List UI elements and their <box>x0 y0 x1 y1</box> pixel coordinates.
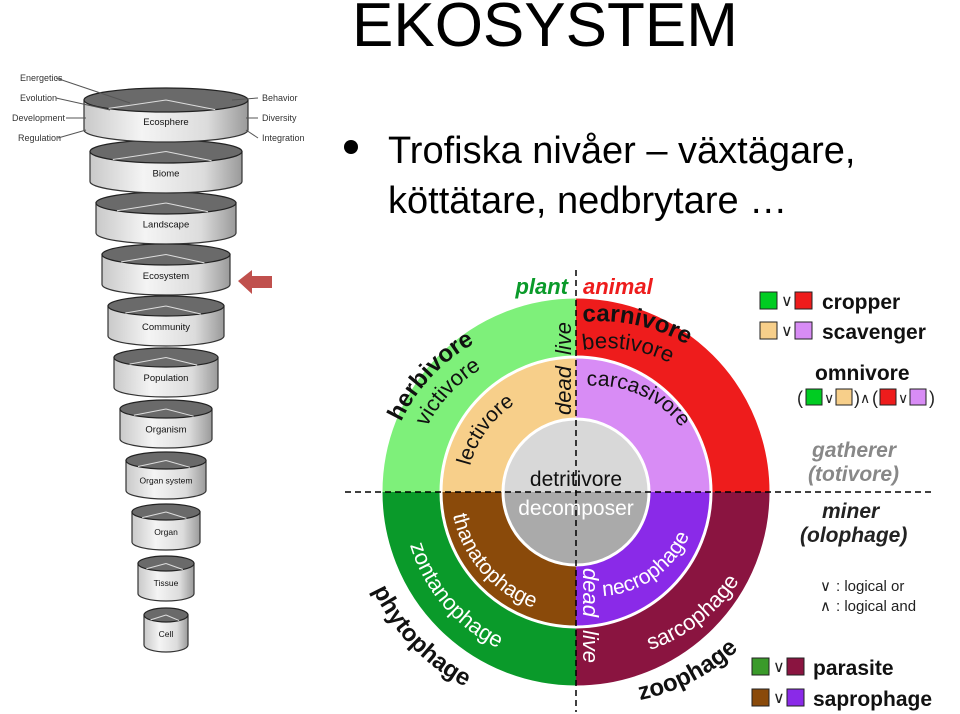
swatch-dark-green <box>751 657 770 676</box>
tower-label-behavior: Behavior <box>262 93 298 103</box>
tower-level-organ-system: Organ system <box>125 451 207 500</box>
tower-level-ecosystem: Ecosystem <box>101 243 231 296</box>
legend-logical-or: : logical or <box>836 578 904 595</box>
svg-text:∧: ∧ <box>860 390 870 406</box>
swatch-green-live <box>759 291 778 310</box>
tower-level-tissue: Tissue <box>137 555 195 602</box>
tower-level-label: Landscape <box>143 220 189 231</box>
legend-scavenger: scavenger <box>822 321 926 344</box>
tower-label-energetics: Energetics <box>20 73 63 83</box>
legend-totivore: (totivore) <box>808 463 899 486</box>
swatch-lilac <box>794 321 813 340</box>
tower-label-development: Development <box>12 113 66 123</box>
svg-text:∨: ∨ <box>781 293 793 310</box>
tower-level-organ: Organ <box>131 503 201 551</box>
swatch-purple <box>786 688 805 707</box>
label-decomposer: decomposer <box>518 497 634 520</box>
tower-label-integration: Integration <box>262 133 305 143</box>
label-plant: plant <box>514 274 569 299</box>
legend-cropper: cropper <box>822 291 900 314</box>
tower-level-cell: Cell <box>143 607 189 653</box>
legend-gatherer: gatherer <box>811 439 898 462</box>
legend-miner: miner <box>822 500 881 523</box>
tower-level-label: Tissue <box>154 578 179 588</box>
swatch-brown <box>751 688 770 707</box>
omnivore-formula: ( ∨ ) ∧ ( ∨ ) <box>797 388 935 408</box>
tower-level-landscape: Landscape <box>95 191 237 245</box>
label-detritivore: detritivore <box>530 468 622 491</box>
legend-omnivore: omnivore <box>815 362 910 385</box>
svg-text:(: ( <box>872 388 878 408</box>
tower-level-organism: Organism <box>119 399 213 449</box>
label-dead-bottom: dead <box>578 568 603 618</box>
legend-logical-and: : logical and <box>836 598 916 615</box>
swatch-tan <box>759 321 778 340</box>
tower-level-label: Population <box>144 373 189 384</box>
tower-level-biome: Biome <box>89 139 243 194</box>
label-live-top: live <box>551 322 576 355</box>
tower-level-label: Ecosphere <box>143 117 188 128</box>
label-dead-top: dead <box>551 365 576 415</box>
tower-level-label: Cell <box>159 629 174 639</box>
svg-text:∧: ∧ <box>820 598 831 615</box>
bullet-marker <box>344 140 358 154</box>
tower-level-label: Organ <box>154 527 178 537</box>
svg-text:∨: ∨ <box>824 390 834 406</box>
tower-level-label: Ecosystem <box>143 271 190 282</box>
swatch-maroon <box>786 657 805 676</box>
tower-level-community: Community <box>107 295 225 347</box>
tower-level-ecosphere: Ecosphere <box>83 87 249 143</box>
svg-text:∨: ∨ <box>781 323 793 340</box>
legend-olophage: (olophage) <box>800 524 907 547</box>
hierarchy-tower: Cell Tissue Organ Organ system Organism Popul… <box>12 73 305 653</box>
slide-title: EKOSYSTEM <box>352 0 738 60</box>
svg-text:): ) <box>929 388 935 408</box>
label-animal: animal <box>583 274 654 299</box>
tower-label-regulation: Regulation <box>18 133 61 143</box>
tower-level-label: Organ system <box>140 476 193 486</box>
svg-text:∨: ∨ <box>820 578 831 595</box>
label-live-bottom: live <box>578 630 603 663</box>
highlight-arrow-icon <box>238 270 272 294</box>
swatch-red-live <box>794 291 813 310</box>
tower-label-evolution: Evolution <box>20 93 57 103</box>
tower-label-diversity: Diversity <box>262 113 297 123</box>
tower-level-label: Organism <box>145 424 186 435</box>
svg-text:): ) <box>854 388 860 408</box>
tower-level-population: Population <box>113 347 219 398</box>
trophic-wheel-diagram: plant animal live dead dead live herbivo… <box>345 270 935 712</box>
svg-text:∨: ∨ <box>898 390 908 406</box>
tower-level-label: Community <box>142 322 190 333</box>
legend-parasite: parasite <box>813 657 894 680</box>
svg-text:∨: ∨ <box>773 659 785 676</box>
tower-level-label: Biome <box>153 168 180 179</box>
svg-text:(: ( <box>797 388 803 408</box>
bullet-text: Trofiska nivåer – växtägare, köttätare, … <box>388 130 856 222</box>
legend-saprophage: saprophage <box>813 688 932 711</box>
svg-text:∨: ∨ <box>773 690 785 707</box>
